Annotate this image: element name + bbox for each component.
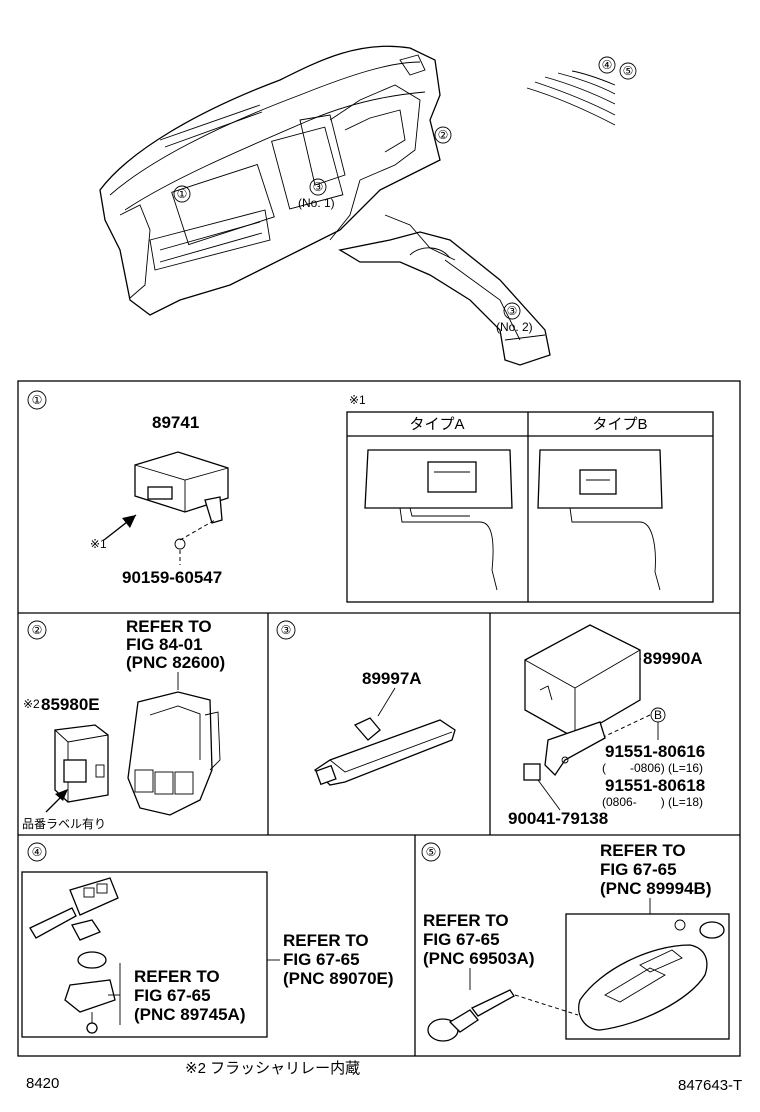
refer-inner-3: (PNC 89745A)	[134, 1005, 246, 1024]
refer-top-1: REFER TO	[600, 841, 686, 860]
connector-type-a	[364, 449, 513, 591]
callout-2: ②	[438, 128, 449, 142]
bracket	[523, 721, 606, 781]
footer-left-code: 8420	[26, 1075, 59, 1092]
callout-no2-label: (No. 2)	[496, 320, 533, 334]
panel-5: ⑤ REFER TO FIG 67-65 (PNC 89994B) REFER …	[421, 841, 730, 1042]
ecu-89990A	[524, 624, 641, 739]
refer-inner-2: FIG 67-65	[134, 986, 211, 1005]
smart-key	[578, 919, 725, 1031]
panel-3-number: ③	[281, 623, 292, 637]
panel-1: ① 89741 ※1 90159-60547 ※1 タイプA タイプB	[27, 390, 714, 603]
key-inset	[21, 871, 268, 1038]
refer-line-3: (PNC 82600)	[126, 653, 225, 672]
callout-4: ④	[602, 58, 613, 72]
type-a-label: タイプA	[409, 416, 464, 433]
callout-3-no1: ③	[313, 180, 324, 194]
note-mark-2: ※2	[23, 697, 40, 711]
part-number-89990A: 89990A	[643, 649, 703, 668]
panel-2-number: ②	[32, 623, 43, 637]
panel-5-number: ⑤	[426, 845, 437, 859]
dashboard-illustration	[99, 45, 551, 366]
callout-1: ①	[177, 187, 188, 201]
panel-4-number: ④	[32, 845, 43, 859]
smart-key-inset	[565, 913, 730, 1040]
panel-3b: 89990A B 91551-80616 ( -0806) (L=16) 915…	[508, 624, 705, 828]
refer-left-3: (PNC 69503A)	[423, 949, 535, 968]
top-callouts: ① ② ③ (No. 1) ③ (No. 2) ④ ⑤	[173, 56, 637, 334]
refer-top-2: FIG 67-65	[600, 860, 677, 879]
bolt-91551-80618-note: (0806- ) (L=18)	[602, 795, 703, 809]
refer-outer-3: (PNC 89070E)	[283, 969, 394, 988]
note-mark-1: ※1	[90, 537, 107, 551]
bolt-90159-60547: 90159-60547	[122, 568, 222, 587]
panel-2: ② REFER TO FIG 84-01 (PNC 82600) ※2 8598…	[22, 617, 225, 831]
refer-outer-2: FIG 67-65	[283, 950, 360, 969]
refer-line-2: FIG 84-01	[126, 635, 203, 654]
refer-top-3: (PNC 89994B)	[600, 879, 712, 898]
flasher-relay-85980E	[54, 724, 109, 803]
refer-inner-1: REFER TO	[134, 967, 220, 986]
panel-3: ③ 89997A	[276, 620, 456, 786]
panel-frames	[17, 380, 741, 1057]
callout-3-no2: ③	[507, 304, 518, 318]
label-note: 品番ラベル有り	[22, 817, 106, 831]
footer: ※2 フラッシャリレー内蔵 8420 847643-T	[26, 1060, 742, 1094]
ecu-89741	[134, 451, 229, 524]
part-number-85980E: 85980E	[41, 695, 100, 714]
bolt-91551-80618: 91551-80618	[605, 776, 705, 795]
junction-block	[127, 691, 221, 816]
panel-1-number: ①	[32, 393, 43, 407]
panel-4: ④ REFER TO FIG 67-65 (PNC 89745A) REFER …	[21, 842, 394, 1038]
callout-5: ⑤	[623, 64, 634, 78]
refer-left-1: REFER TO	[423, 911, 509, 930]
footer-right-code: 847643-T	[678, 1077, 742, 1094]
bracket-90041-79138: 90041-79138	[508, 809, 608, 828]
footer-note: ※2 フラッシャリレー内蔵	[185, 1060, 360, 1077]
mechanical-key	[427, 989, 515, 1042]
part-number-89997A: 89997A	[362, 669, 422, 688]
part-number-89741: 89741	[152, 413, 199, 432]
connector-type-b	[537, 449, 663, 591]
transmitter-key	[29, 877, 119, 1034]
bolt-91551-80616: 91551-80616	[605, 742, 705, 761]
bolt-91551-80616-note: ( -0806) (L=16)	[602, 761, 703, 775]
inset-mark: ※1	[349, 393, 366, 407]
connector-type-inset	[346, 411, 714, 603]
antenna-89997A	[313, 717, 456, 786]
callout-no1-label: (No. 1)	[298, 196, 335, 210]
refer-left-2: FIG 67-65	[423, 930, 500, 949]
refer-line-1: REFER TO	[126, 617, 212, 636]
type-b-label: タイプB	[592, 416, 647, 433]
marker-B: B	[654, 708, 662, 722]
refer-outer-1: REFER TO	[283, 931, 369, 950]
